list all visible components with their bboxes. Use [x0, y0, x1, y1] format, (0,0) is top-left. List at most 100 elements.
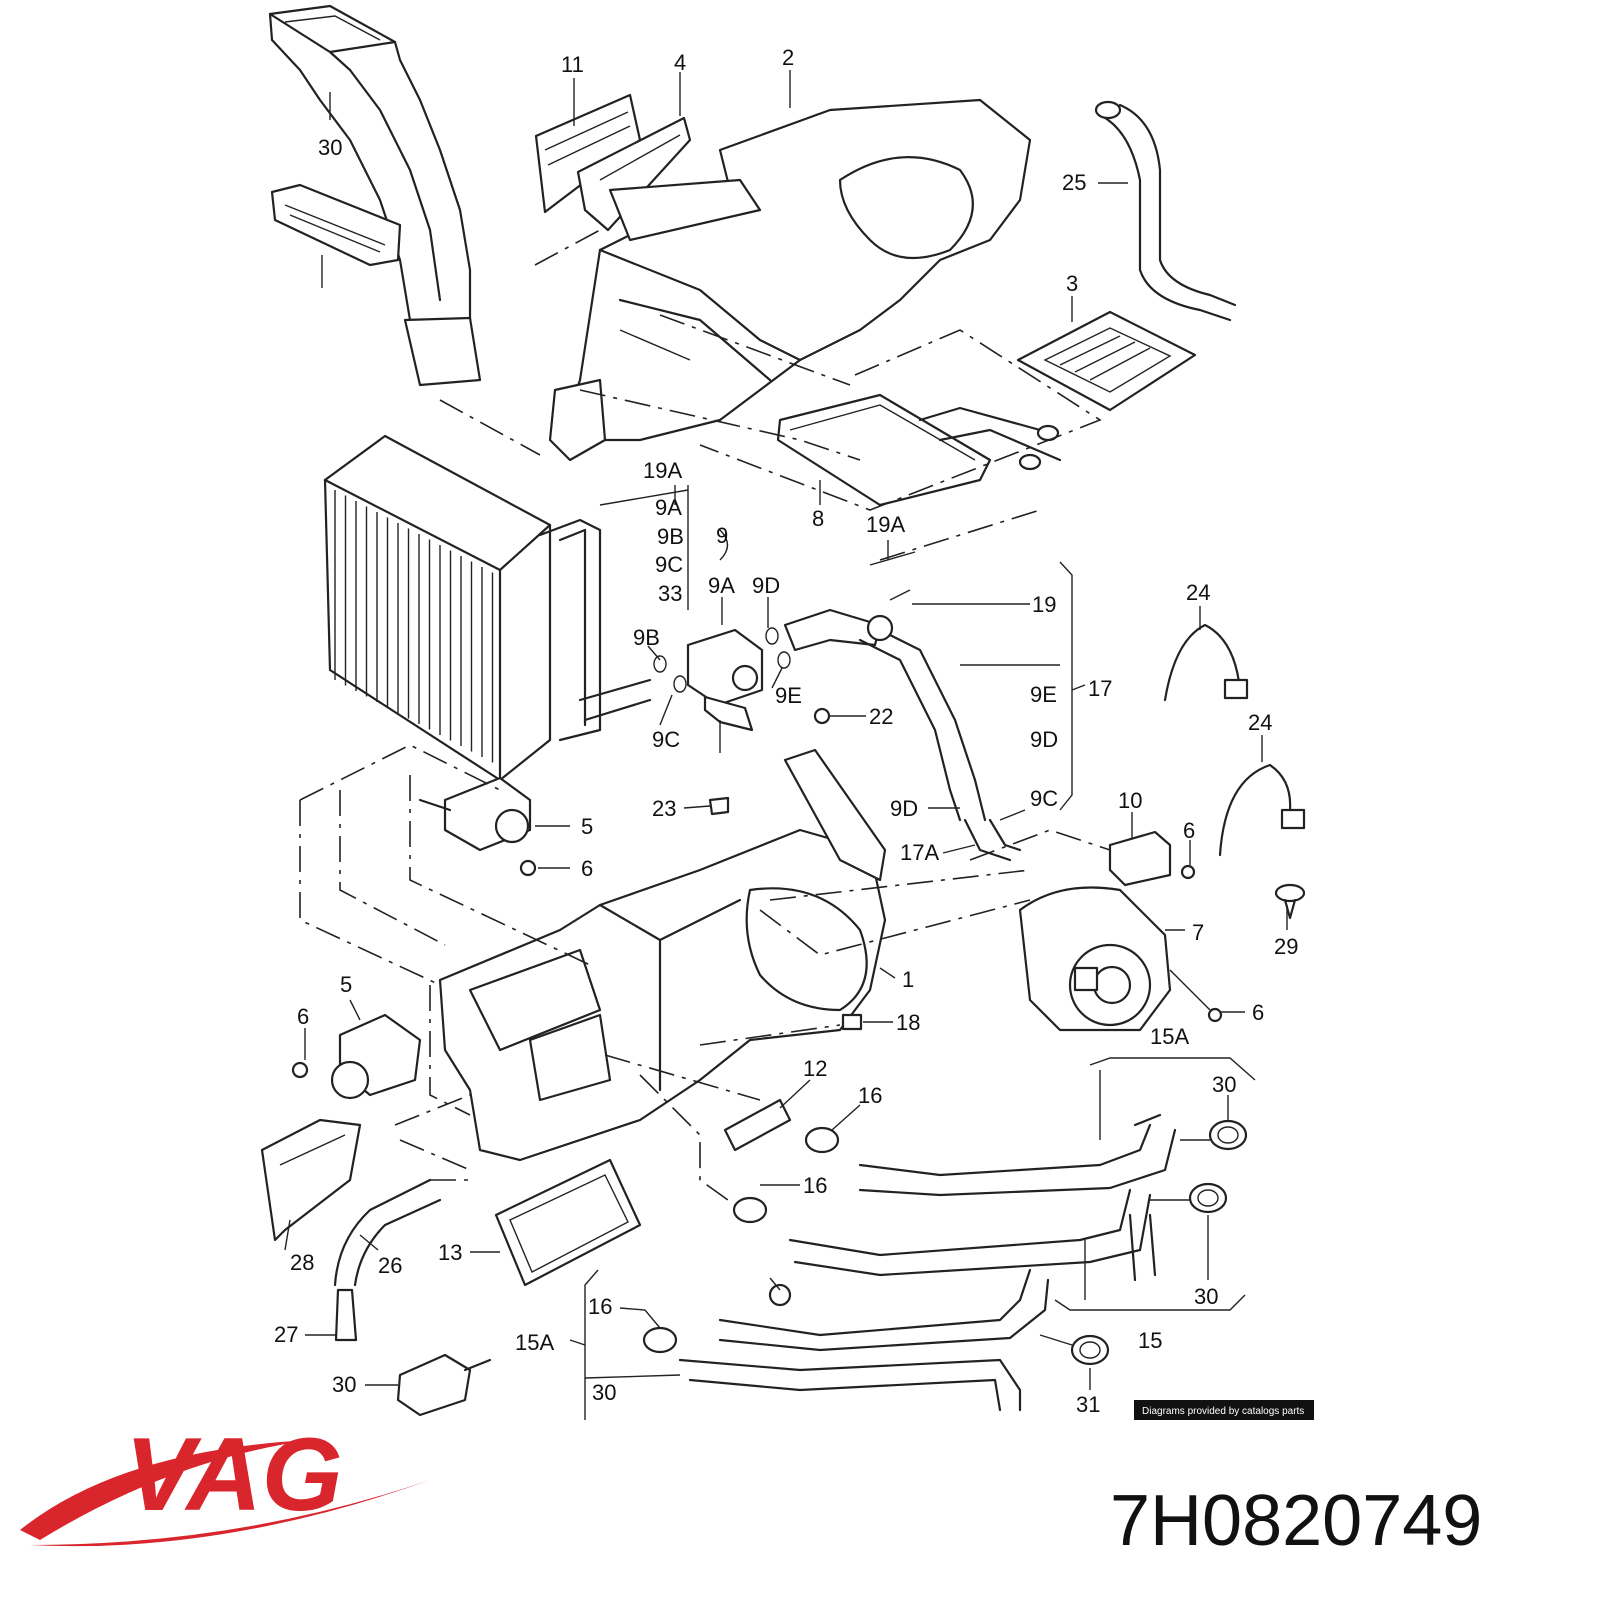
- screw-6-b: [1180, 864, 1196, 880]
- filter-12: [494, 1158, 642, 1287]
- callout-30-a: 30: [1212, 1072, 1236, 1097]
- cover-26: [260, 1118, 362, 1242]
- screw-6-d: [291, 1061, 309, 1079]
- callout-25: 27: [274, 1322, 298, 1347]
- callout-23: 24: [1248, 710, 1272, 735]
- callout-9c-left: 9C: [655, 552, 683, 577]
- callout-16-c: 16: [588, 1294, 612, 1319]
- grommet-30-c: [1070, 1334, 1110, 1366]
- screw-20: [813, 707, 831, 725]
- hoses-14: [788, 1188, 1157, 1282]
- callout-20: 22: [869, 704, 893, 729]
- part-number: 7H0820749: [1110, 1481, 1482, 1561]
- callout-30-d: 31: [1076, 1392, 1100, 1417]
- callout-13: 12: [803, 1056, 827, 1081]
- callout-5-top: 5: [581, 814, 593, 839]
- housing-lower-1: [438, 748, 887, 1162]
- callout-9a-left: 9A: [655, 495, 682, 520]
- sensor-25: [334, 1288, 358, 1342]
- callout-24-bottom: 26: [378, 1253, 402, 1278]
- callout-16-b: 16: [803, 1173, 827, 1198]
- callout-2: 2: [782, 45, 794, 70]
- callout-19a: 19A: [866, 512, 905, 537]
- hoses-15: [858, 1113, 1177, 1197]
- clip-21: [708, 796, 730, 816]
- callout-11: 11: [561, 52, 584, 77]
- screw-6-c: [1207, 1007, 1223, 1023]
- clamp-16-a: [804, 1126, 840, 1154]
- callout-15: 15A: [1150, 1024, 1189, 1049]
- grommet-30-b: [1188, 1182, 1228, 1214]
- hoses-15a: [678, 1268, 1050, 1412]
- callout-31-left: 33: [658, 581, 682, 606]
- callout-19a-left: 19A: [643, 458, 682, 483]
- callout-9e: 9E: [775, 683, 802, 708]
- sensor-28: [396, 1353, 492, 1417]
- logo-swoosh: [20, 1440, 310, 1540]
- air-duct-27: [268, 4, 482, 387]
- clamp-16-b: [732, 1196, 768, 1224]
- cable-tie-23: [1218, 763, 1306, 857]
- callout-14: 15: [1138, 1328, 1162, 1353]
- callout-9a: 9A: [708, 573, 735, 598]
- clip-29: [1274, 883, 1306, 920]
- vent-33: [270, 183, 402, 267]
- callout-9e-right: 9E: [1030, 682, 1057, 707]
- callout-29: 29: [1274, 934, 1298, 959]
- callout-6-resistor: 6: [1183, 818, 1195, 843]
- callout-24-top: 25: [1062, 170, 1086, 195]
- callout-6-top: 6: [581, 856, 593, 881]
- tube-24-upper: [1094, 100, 1237, 322]
- callout-9c-right: 9C: [1030, 786, 1058, 811]
- callout-5-left: 5: [340, 972, 352, 997]
- cable-tie-22: [1163, 623, 1249, 702]
- resistor-10: [1108, 830, 1172, 887]
- blower-motor-7: [1018, 886, 1172, 1032]
- callout-30-c: 30: [592, 1380, 616, 1405]
- callout-22: 24: [1186, 580, 1210, 605]
- callout-28: 30: [332, 1372, 356, 1397]
- logo-text: VAG: [125, 1417, 343, 1533]
- callout-15a-shown: 15A: [515, 1330, 554, 1355]
- callout-8: 8: [812, 506, 824, 531]
- callout-6-blower: 6: [1252, 1000, 1264, 1025]
- callout-9c: 9C: [652, 727, 680, 752]
- callout-9b-left: 9B: [657, 524, 684, 549]
- frame-4: [576, 116, 692, 232]
- heater-core-3: [1016, 310, 1197, 412]
- callout-9: 9: [716, 523, 728, 548]
- callout-30-b: 30: [1194, 1284, 1218, 1309]
- actuator-5-top: [418, 776, 532, 852]
- callout-10: 10: [1118, 788, 1142, 813]
- credit-bar: Diagrams provided by catalogs parts: [1134, 1400, 1314, 1420]
- callout-17a: 17A: [900, 840, 939, 865]
- seal-13: [723, 1098, 792, 1152]
- callout-16-a: 16: [858, 1083, 882, 1108]
- actuator-5-left: [330, 1013, 422, 1100]
- callout-19: 19: [1032, 592, 1056, 617]
- expansion-valve-9: [653, 627, 791, 732]
- callout-17: 17: [1088, 676, 1112, 701]
- heat-exchanger-8: [776, 393, 1062, 507]
- screw-6-a: [519, 859, 537, 877]
- callout-26: 28: [290, 1250, 314, 1275]
- clip-18: [841, 1013, 863, 1031]
- callout-18: 18: [896, 1010, 920, 1035]
- refrigerant-pipe-17: [783, 551, 1022, 862]
- housing-upper-2: [548, 98, 1032, 462]
- callout-6-left: 6: [297, 1004, 309, 1029]
- callout-9d-right: 9D: [1030, 727, 1058, 752]
- brand-logo: VAG: [20, 1417, 430, 1547]
- grommet-30-a: [1208, 1119, 1248, 1151]
- assembly-lines: [299, 229, 1111, 1206]
- hose-24-lower: [333, 1178, 442, 1287]
- callout-3: 3: [1066, 271, 1078, 296]
- callout-1: 1: [902, 967, 914, 992]
- callout-12: 13: [438, 1240, 462, 1265]
- evaporator: [323, 434, 652, 782]
- callout-9b: 9B: [633, 625, 660, 650]
- callout-7: 7: [1192, 920, 1204, 945]
- callout-labels: 30 11 4 2 25 3 8 19A 9A 9B 9 9C 33 9A 9D…: [274, 45, 1298, 1417]
